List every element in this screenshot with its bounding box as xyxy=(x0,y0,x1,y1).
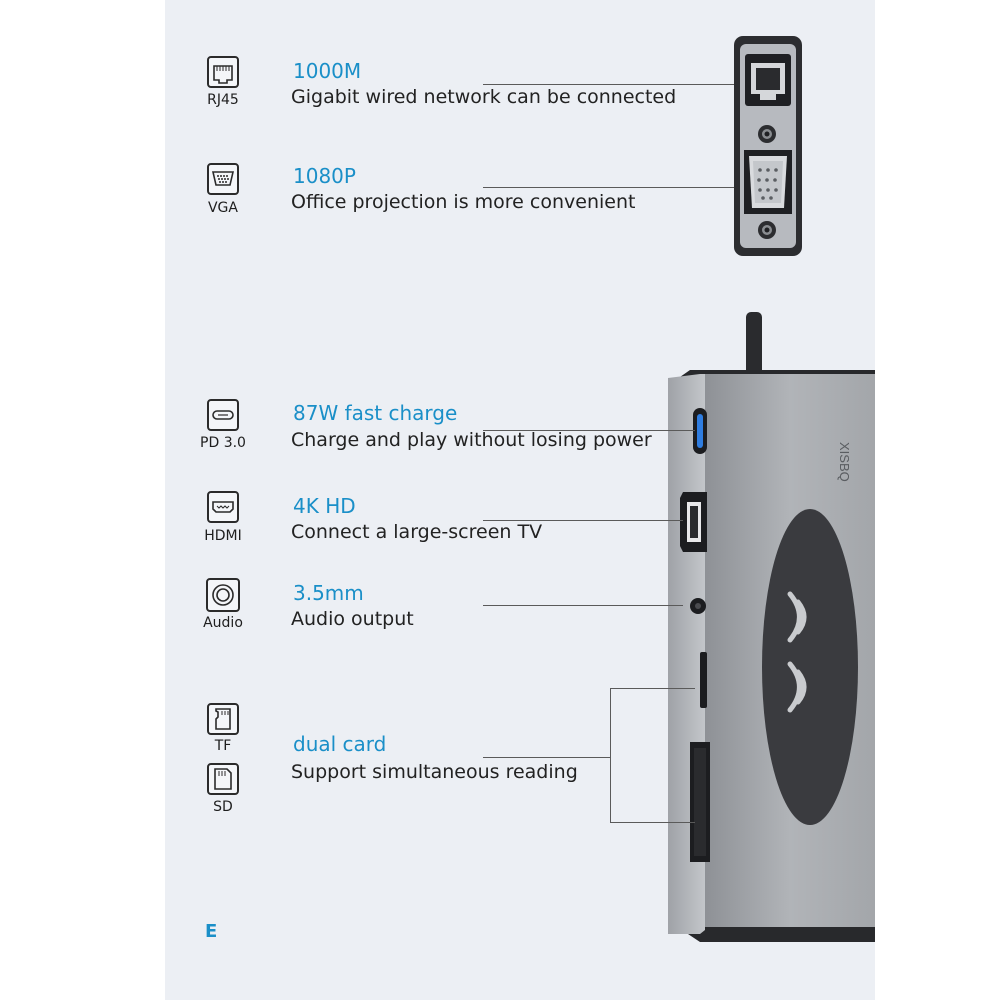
hdmi-leader-line xyxy=(483,520,683,521)
audio-label: Audio xyxy=(203,615,243,631)
sd-card-icon xyxy=(207,763,239,795)
vga-leader-line xyxy=(483,187,745,188)
usb-c-port-icon xyxy=(207,399,239,431)
rj45-leader-line xyxy=(483,84,745,85)
pd-label: PD 3.0 xyxy=(200,435,246,451)
vga-label: VGA xyxy=(207,200,238,216)
audio-subtitle: Audio output xyxy=(291,608,414,630)
pd-title: 87W fast charge xyxy=(293,401,458,425)
audio-jack-icon xyxy=(206,578,240,612)
tf-card-icon xyxy=(207,703,239,735)
hdmi-label: HDMI xyxy=(204,528,242,544)
rj45-subtitle: Gigabit wired network can be connected xyxy=(291,86,677,108)
card-title: dual card xyxy=(293,732,387,756)
hdmi-port-icon xyxy=(207,491,239,523)
ethernet-port-icon xyxy=(207,56,239,88)
audio-title: 3.5mm xyxy=(293,581,364,605)
hdmi-title: 4K HD xyxy=(293,494,356,518)
pd-leader-line xyxy=(483,430,695,431)
card-subtitle: Support simultaneous reading xyxy=(291,761,578,783)
rj45-label: RJ45 xyxy=(207,92,239,108)
vga-subtitle: Office projection is more convenient xyxy=(291,191,636,213)
usb-c-hub-device: XISBQ xyxy=(668,312,875,942)
sd-leader-line xyxy=(610,822,695,823)
card-bracket-line xyxy=(610,688,611,823)
sd-label: SD xyxy=(213,799,233,815)
vga-port-icon xyxy=(207,163,239,195)
rj45-title: 1000M xyxy=(293,59,362,83)
tf-label: TF xyxy=(214,738,232,754)
card-leader-line xyxy=(483,757,611,758)
tf-leader-line xyxy=(610,688,695,689)
vga-title: 1080P xyxy=(293,164,356,188)
hdmi-subtitle: Connect a large-screen TV xyxy=(291,521,543,543)
audio-leader-line xyxy=(483,605,683,606)
network-adapter-end-panel xyxy=(734,36,802,256)
pd-subtitle: Charge and play without losing power xyxy=(291,429,652,451)
footer-logo-mark: E xyxy=(205,921,218,942)
device-brand: XISBQ xyxy=(837,442,852,482)
